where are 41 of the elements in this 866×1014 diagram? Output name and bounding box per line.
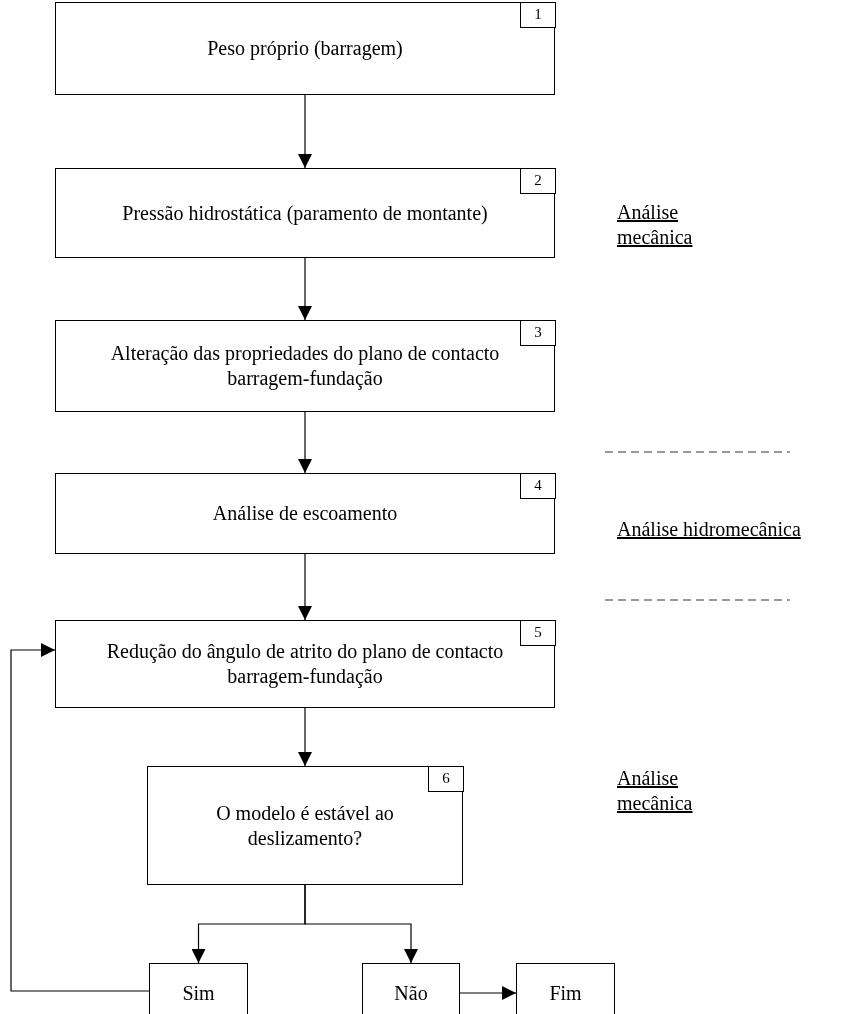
- section-label: Análise mecânica: [617, 200, 694, 250]
- step-number-box: [520, 1, 556, 28]
- node-label: Alteração das propriedades do plano de contacto barragem-fundação: [109, 341, 501, 391]
- step-number-box: [520, 472, 556, 499]
- node-label: Sim: [182, 980, 215, 1006]
- decision-box: [147, 766, 463, 885]
- step-number: 1: [534, 5, 542, 24]
- arrow: [298, 257, 312, 321]
- step-number: 2: [534, 171, 542, 190]
- outcome-box: [149, 963, 248, 1014]
- node-label: O modelo é estável ao deslizamento?: [215, 800, 395, 851]
- arrow: [459, 986, 517, 1000]
- process-box: [55, 620, 555, 708]
- arrow: [298, 94, 312, 169]
- outcome-box: [362, 963, 460, 1014]
- node-label: Redução do ângulo de atrito do plano de contacto barragem-fundação: [105, 639, 505, 689]
- step-number-box: [520, 319, 556, 346]
- section-label: Análise mecânica: [617, 766, 694, 816]
- step-number: 5: [534, 623, 542, 642]
- step-number-box: [520, 619, 556, 646]
- arrow: [298, 553, 312, 621]
- process-box: [55, 2, 555, 95]
- arrow: [10, 643, 150, 992]
- process-box: [55, 168, 555, 258]
- outcome-box: [516, 963, 615, 1014]
- node-label: Fim: [549, 980, 582, 1006]
- arrow: [298, 411, 312, 474]
- step-number-box: [520, 167, 556, 194]
- process-box: [55, 473, 555, 554]
- step-number: 4: [534, 476, 542, 495]
- node-label: Pressão hidrostática (paramento de montante): [122, 200, 488, 226]
- node-label: Peso próprio (barragem): [207, 36, 403, 61]
- section-label: Análise hidromecânica: [617, 517, 802, 542]
- node-label: Não: [394, 980, 428, 1006]
- step-number: 3: [534, 323, 542, 342]
- arrow: [298, 707, 312, 767]
- process-box: [55, 320, 555, 412]
- arrow: [304, 884, 418, 964]
- step-number: 6: [442, 769, 450, 788]
- step-number-box: [428, 765, 464, 792]
- node-label: Análise de escoamento: [212, 501, 398, 526]
